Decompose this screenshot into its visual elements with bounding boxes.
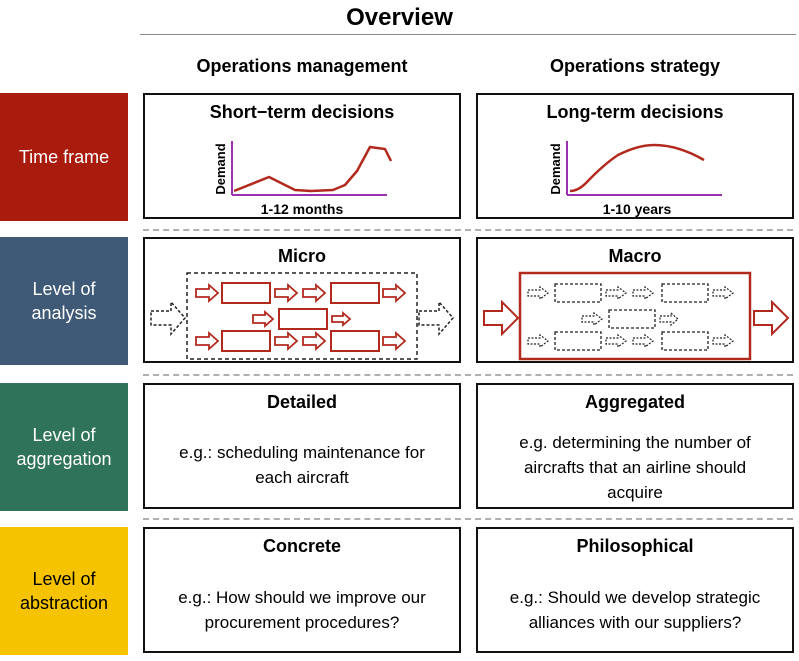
- row-label-level-of-analysis: Level of analysis: [0, 237, 128, 365]
- text-line: e.g.: How should we improve our: [178, 588, 426, 607]
- cell-example-text: e.g.: How should we improve our procurem…: [149, 585, 455, 635]
- row-label-text: analysis: [31, 303, 97, 323]
- long-term-demand-chart: Demand 1-10 years: [548, 141, 722, 217]
- cell-title: Concrete: [262, 536, 342, 556]
- cell-short-term-decisions: Short−term decisions Demand 1-12 months: [143, 93, 461, 219]
- flow-arrows: [195, 282, 407, 352]
- cell-title: Short−term decisions: [209, 102, 395, 122]
- row-label-text: Level of: [32, 279, 96, 299]
- row-separator: [143, 518, 793, 520]
- row-label-text: Time frame: [18, 147, 110, 167]
- flow-arrows: [527, 285, 734, 349]
- output-arrow: [418, 300, 454, 336]
- text-line: acquire: [607, 483, 663, 502]
- row-label-text: aggregation: [16, 449, 112, 469]
- demand-curve-long-term: [569, 143, 705, 193]
- process-step: [278, 308, 328, 330]
- process-step: [221, 282, 271, 304]
- system-boundary: [518, 271, 752, 361]
- text-line: alliances with our suppliers?: [528, 613, 742, 632]
- cell-aggregated: Aggregated e.g. determining the number o…: [476, 383, 794, 509]
- x-axis-label: 1-12 months: [261, 201, 344, 217]
- cell-philosophical: Philosophical e.g.: Should we develop st…: [476, 527, 794, 653]
- process-step: [330, 282, 380, 304]
- micro-process-diagram: [150, 272, 454, 360]
- cell-macro: Macro: [476, 237, 794, 363]
- system-boundary: [186, 272, 418, 360]
- x-axis-label: 1-10 years: [603, 201, 672, 217]
- y-axis-label: Demand: [213, 143, 228, 194]
- input-arrow: [150, 300, 186, 336]
- row-label-text: abstraction: [19, 593, 109, 613]
- column-header-operations-strategy: Operations strategy: [549, 56, 721, 76]
- y-axis-label: Demand: [548, 143, 563, 194]
- cell-concrete: Concrete e.g.: How should we improve our…: [143, 527, 461, 653]
- text-line: e.g.: Should we develop strategic: [509, 588, 761, 607]
- text-line: aircrafts that an airline should: [523, 458, 747, 477]
- cell-detailed: Detailed e.g.: scheduling maintenance fo…: [143, 383, 461, 509]
- row-separator: [143, 374, 793, 376]
- cell-long-term-decisions: Long-term decisions Demand 1-10 years: [476, 93, 794, 219]
- text-line: e.g. determining the number of: [519, 433, 751, 452]
- short-term-demand-chart: Demand 1-12 months: [213, 141, 393, 217]
- process-step: [221, 330, 271, 352]
- cell-title: Long-term decisions: [546, 102, 724, 122]
- demand-curve-short-term: [233, 145, 393, 193]
- cell-title: Micro: [277, 246, 326, 266]
- row-label-text: Level of: [32, 425, 96, 445]
- row-label-level-of-aggregation: Level of aggregation: [0, 383, 128, 511]
- text-line: procurement procedures?: [204, 613, 400, 632]
- input-arrow: [483, 299, 520, 337]
- cell-example-text: e.g. determining the number of aircrafts…: [482, 430, 788, 505]
- cell-title: Philosophical: [576, 536, 694, 556]
- row-label-text: Level of: [32, 569, 96, 589]
- cell-micro: Micro: [143, 237, 461, 363]
- cell-example-text: e.g.: scheduling maintenance for each ai…: [149, 440, 455, 490]
- process-step: [330, 330, 380, 352]
- process-steps: [554, 283, 709, 351]
- row-separator: [143, 229, 793, 231]
- row-label-time-frame: Time frame: [0, 93, 128, 221]
- page-title: Overview: [346, 4, 453, 31]
- row-label-level-of-abstraction: Level of abstraction: [0, 527, 128, 655]
- column-header-operations-management: Operations management: [196, 56, 408, 76]
- cell-title: Aggregated: [584, 392, 685, 412]
- output-arrow: [753, 299, 790, 337]
- text-line: e.g.: scheduling maintenance for: [179, 443, 425, 462]
- title-divider: [140, 34, 796, 35]
- cell-example-text: e.g.: Should we develop strategic allian…: [482, 585, 788, 635]
- macro-process-diagram: [483, 271, 790, 361]
- cell-title: Macro: [608, 246, 662, 266]
- cell-title: Detailed: [266, 392, 338, 412]
- text-line: each aircraft: [255, 468, 349, 487]
